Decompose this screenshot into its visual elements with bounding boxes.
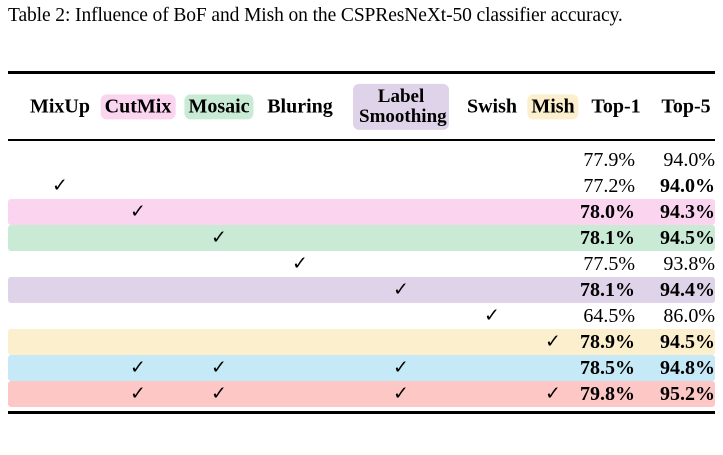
table-row: ✓ 78.0% 94.3% <box>8 198 715 225</box>
checkmark-icon-mish: ✓ <box>545 330 561 353</box>
table-row: 77.9% 94.0% <box>8 147 715 173</box>
table-row: ✓ 77.5% 93.8% <box>8 251 715 277</box>
table-row: ✓ ✓ ✓ ✓ 79.8% 95.2% <box>8 380 715 407</box>
column-header-mixup: MixUp <box>30 94 90 117</box>
checkmark-icon-label-smoothing: ✓ <box>393 356 409 379</box>
checkmark-icon-mosaic: ✓ <box>211 226 227 249</box>
cell-top5: 94.5% <box>660 226 715 249</box>
checkmark-icon-mixup: ✓ <box>52 174 68 197</box>
table-row: ✓ 64.5% 86.0% <box>8 303 715 329</box>
cell-top1: 77.5% <box>583 252 635 275</box>
cell-top5: 86.0% <box>663 304 715 327</box>
checkmark-icon-label-smoothing: ✓ <box>393 278 409 301</box>
column-header-top-5: Top-5 <box>661 94 711 117</box>
cell-top1: 64.5% <box>583 304 635 327</box>
table-header-rule <box>8 139 715 141</box>
cell-top5: 94.4% <box>660 278 715 301</box>
cell-top1: 78.9% <box>580 330 635 353</box>
column-header-swish: Swish <box>466 94 518 117</box>
table-caption: Table 2: Influence of BoF and Mish on th… <box>8 5 623 26</box>
checkmark-icon-mosaic: ✓ <box>211 382 227 405</box>
cell-top5: 94.3% <box>660 200 715 223</box>
table-row: ✓ 78.1% 94.4% <box>8 276 715 303</box>
column-header-bluring: Bluring <box>267 94 333 117</box>
cell-top5: 95.2% <box>660 382 715 405</box>
checkmark-icon-mosaic: ✓ <box>211 356 227 379</box>
checkmark-icon-mish: ✓ <box>545 382 561 405</box>
column-header-mosaic: Mosaic <box>184 93 254 120</box>
column-header-mish: Mish <box>527 93 579 120</box>
cell-top5: 93.8% <box>663 252 715 275</box>
checkmark-icon-cutmix: ✓ <box>130 356 146 379</box>
cell-top5: 94.0% <box>660 174 715 197</box>
checkmark-icon-cutmix: ✓ <box>130 382 146 405</box>
cell-top5: 94.8% <box>660 356 715 379</box>
column-header-top-1: Top-1 <box>591 94 641 117</box>
cell-top1: 78.0% <box>580 200 635 223</box>
cell-top1: 78.1% <box>580 226 635 249</box>
table-row: ✓ ✓ ✓ 78.5% 94.8% <box>8 354 715 381</box>
cell-top1: 79.8% <box>580 382 635 405</box>
cell-top5: 94.5% <box>660 330 715 353</box>
cell-top1: 77.9% <box>583 148 635 171</box>
checkmark-icon-cutmix: ✓ <box>130 200 146 223</box>
checkmark-icon-bluring: ✓ <box>292 252 308 275</box>
column-header-cutmix: CutMix <box>100 93 176 120</box>
cell-top5: 94.0% <box>663 148 715 171</box>
table-row: ✓ 78.1% 94.5% <box>8 224 715 251</box>
cell-top1: 77.2% <box>583 174 635 197</box>
table-body: 77.9% 94.0% ✓ 77.2% 94.0% ✓ 78.0% 94.3% ✓ 78.1% 94… <box>8 141 715 411</box>
table-row: ✓ 77.2% 94.0% <box>8 173 715 199</box>
table-row: ✓ 78.9% 94.5% <box>8 328 715 355</box>
cell-top1: 78.5% <box>580 356 635 379</box>
table-top-rule <box>8 71 715 74</box>
cell-top1: 78.1% <box>580 278 635 301</box>
checkmark-icon-swish: ✓ <box>484 304 500 327</box>
checkmark-icon-label-smoothing: ✓ <box>393 382 409 405</box>
table-bottom-rule <box>8 410 715 414</box>
